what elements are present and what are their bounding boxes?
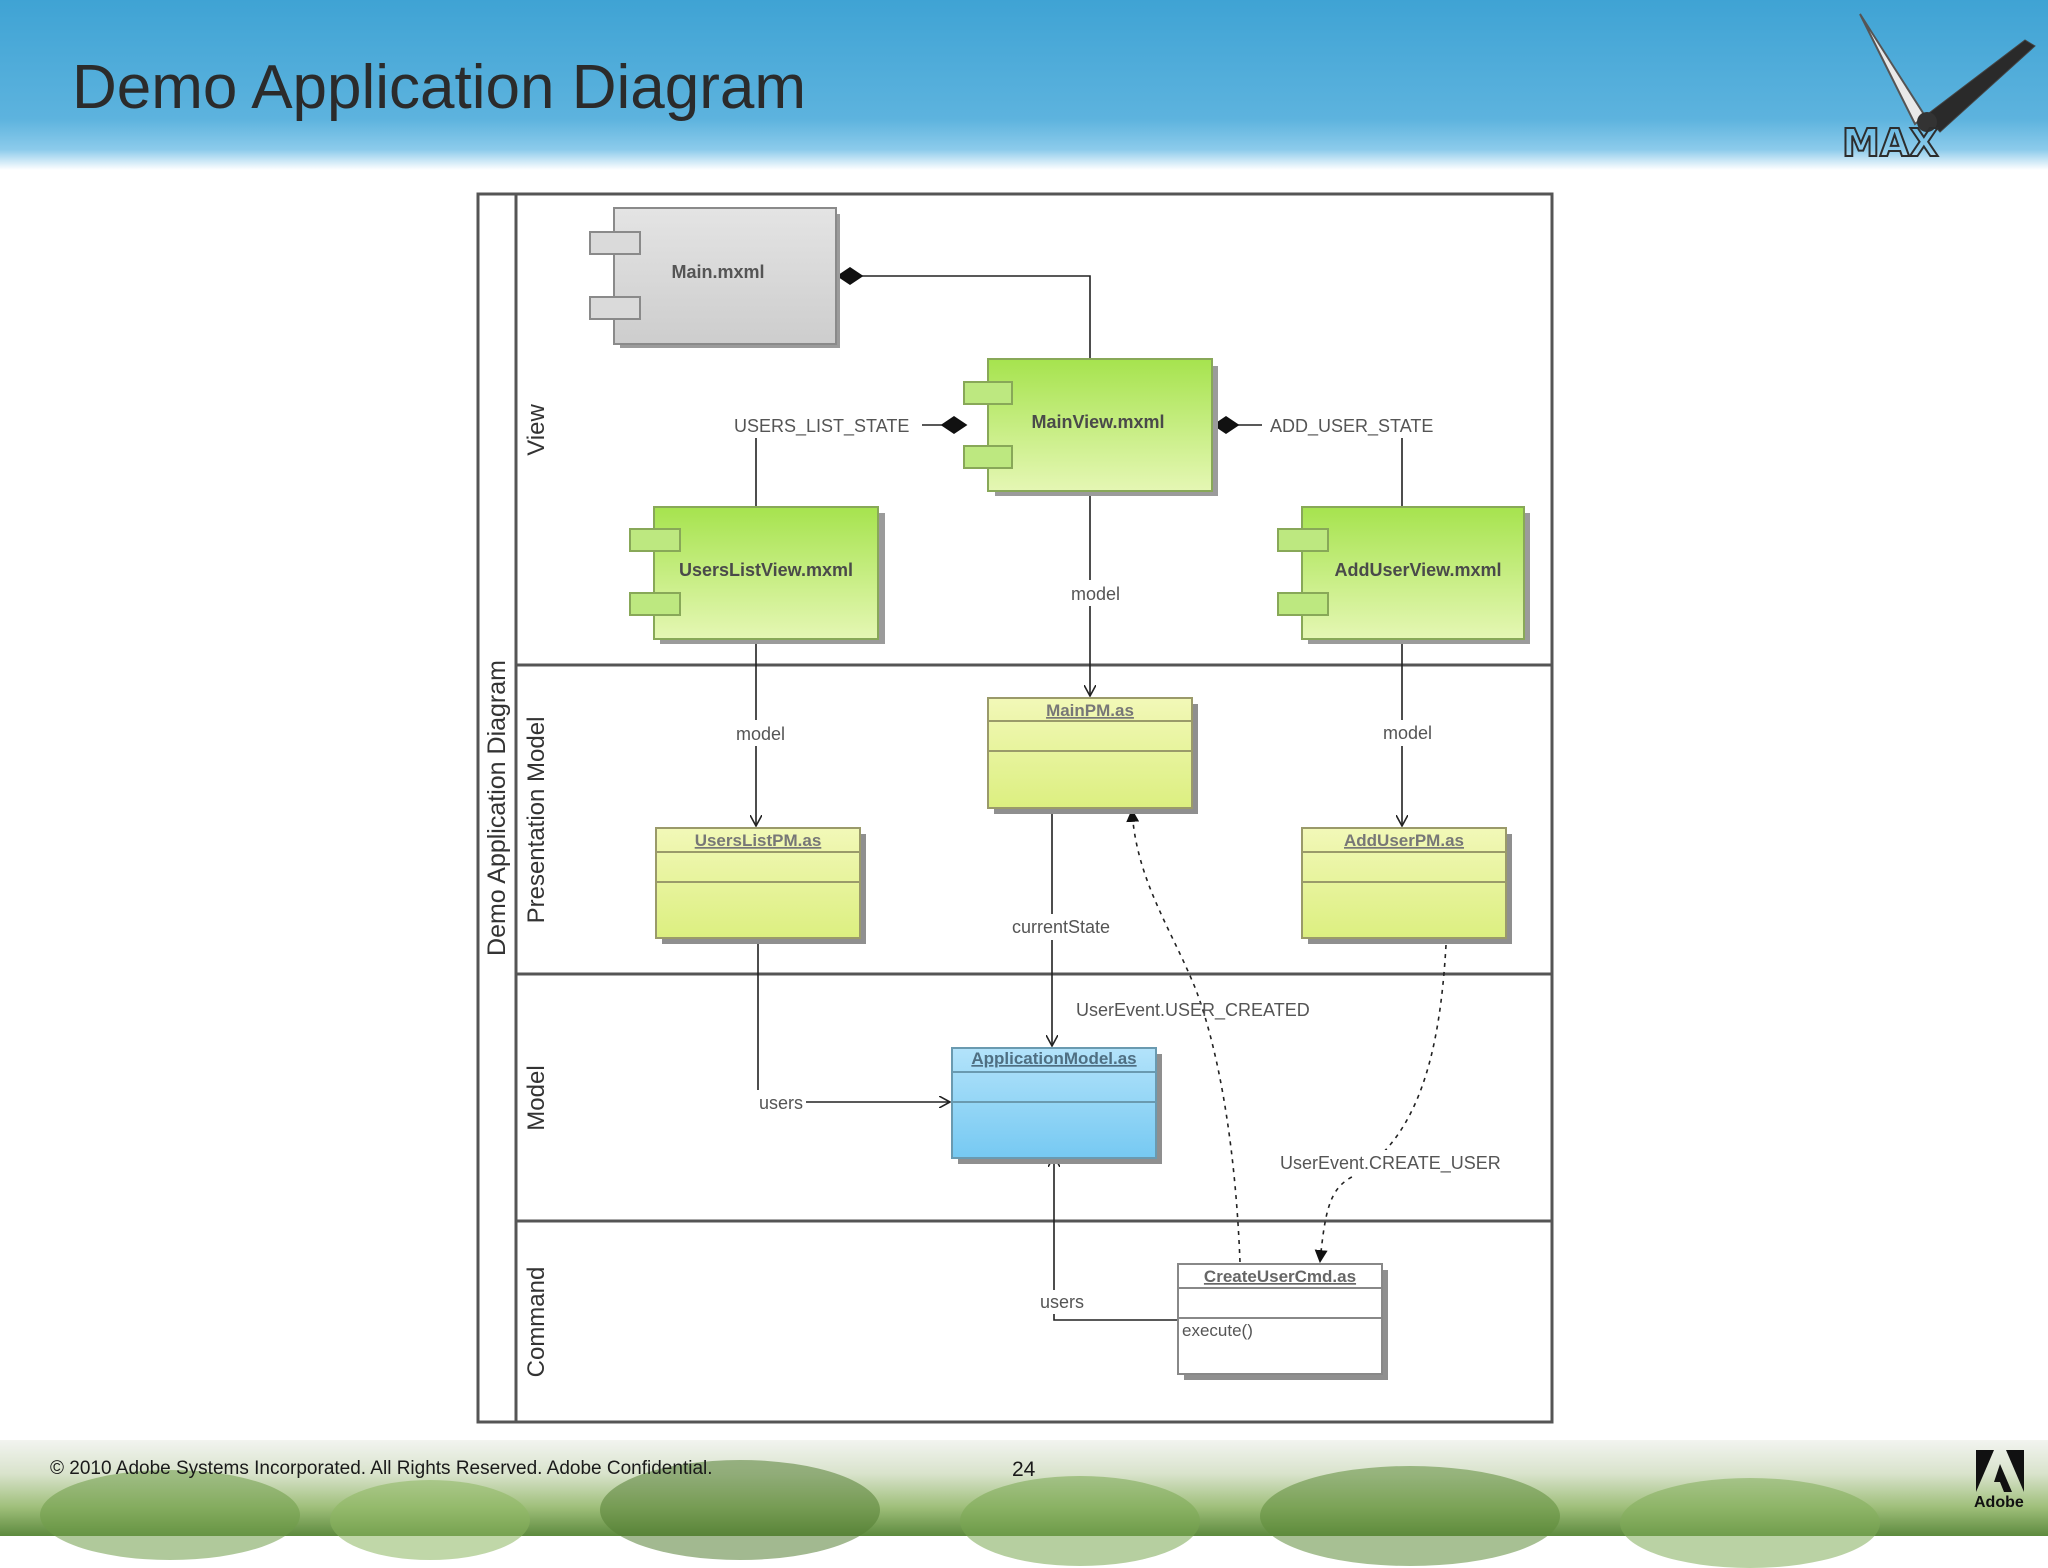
label-add-user-state: ADD_USER_STATE — [1270, 416, 1433, 437]
uml-diagram: Demo Application Diagram View Presentati… — [476, 192, 1554, 1424]
connector-cmd-to-appmodel — [1054, 1156, 1178, 1321]
component-main: Main.mxml — [589, 207, 840, 348]
class-create-user-cmd-name: CreateUserCmd.as — [1204, 1267, 1356, 1286]
component-main-view: MainView.mxml — [963, 358, 1218, 496]
component-users-list-view: UsersListView.mxml — [629, 506, 885, 644]
lane-label-view: View — [523, 404, 550, 456]
class-main-pm: MainPM.as — [987, 697, 1198, 814]
label-model-users-list: model — [736, 724, 785, 744]
copyright-text: © 2010 Adobe Systems Incorporated. All R… — [50, 1458, 713, 1479]
label-create-user: UserEvent.CREATE_USER — [1280, 1153, 1501, 1174]
adobe-logo-label: Adobe — [1974, 1494, 2024, 1511]
lane-label-command: Command — [523, 1267, 550, 1378]
slide-title: Demo Application Diagram — [72, 53, 807, 122]
class-add-user-pm: AddUserPM.as — [1301, 827, 1512, 944]
connector-main-to-mainview — [862, 275, 1091, 360]
composition-diamond-main — [836, 267, 864, 285]
class-users-list-pm: UsersListPM.as — [655, 827, 866, 944]
component-users-list-view-name: UsersListView.mxml — [679, 560, 853, 580]
label-users-list-state: USERS_LIST_STATE — [734, 416, 909, 437]
class-application-model: ApplicationModel.as — [951, 1047, 1162, 1164]
class-users-list-pm-name: UsersListPM.as — [695, 831, 822, 850]
class-create-user-cmd: CreateUserCmd.as execute() — [1177, 1263, 1388, 1380]
slide-header — [0, 0, 2048, 170]
class-main-pm-name: MainPM.as — [1046, 701, 1134, 720]
label-current-state: currentState — [1012, 917, 1110, 937]
label-user-created: UserEvent.USER_CREATED — [1076, 1000, 1310, 1021]
component-main-name: Main.mxml — [671, 262, 764, 282]
component-main-view-name: MainView.mxml — [1031, 412, 1164, 432]
label-model-main: model — [1071, 584, 1120, 604]
component-add-user-view: AddUserView.mxml — [1277, 506, 1530, 644]
svg-text:MAX: MAX — [1842, 121, 1939, 164]
class-create-user-cmd-method: execute() — [1182, 1321, 1253, 1340]
label-users-from-cmd: users — [1040, 1292, 1084, 1312]
composition-diamond-add-user-state — [1212, 416, 1240, 434]
connectors — [756, 267, 1447, 1321]
class-add-user-pm-name: AddUserPM.as — [1344, 831, 1464, 850]
label-users-to-model: users — [759, 1093, 803, 1113]
lane-label-presentation-model: Presentation Model — [523, 717, 550, 924]
class-application-model-name: ApplicationModel.as — [971, 1049, 1136, 1068]
slide-footer — [0, 1440, 2048, 1568]
label-model-add-user: model — [1383, 723, 1432, 743]
component-add-user-view-name: AddUserView.mxml — [1334, 560, 1501, 580]
diagram-frame-title: Demo Application Diagram — [483, 660, 511, 956]
adobe-logo-icon — [1976, 1450, 2024, 1492]
composition-diamond-users-list-state — [940, 416, 968, 434]
page-number: 24 — [1012, 1458, 1036, 1481]
max-logo-icon: MAX — [1841, 13, 2036, 164]
lane-label-model: Model — [523, 1065, 550, 1130]
